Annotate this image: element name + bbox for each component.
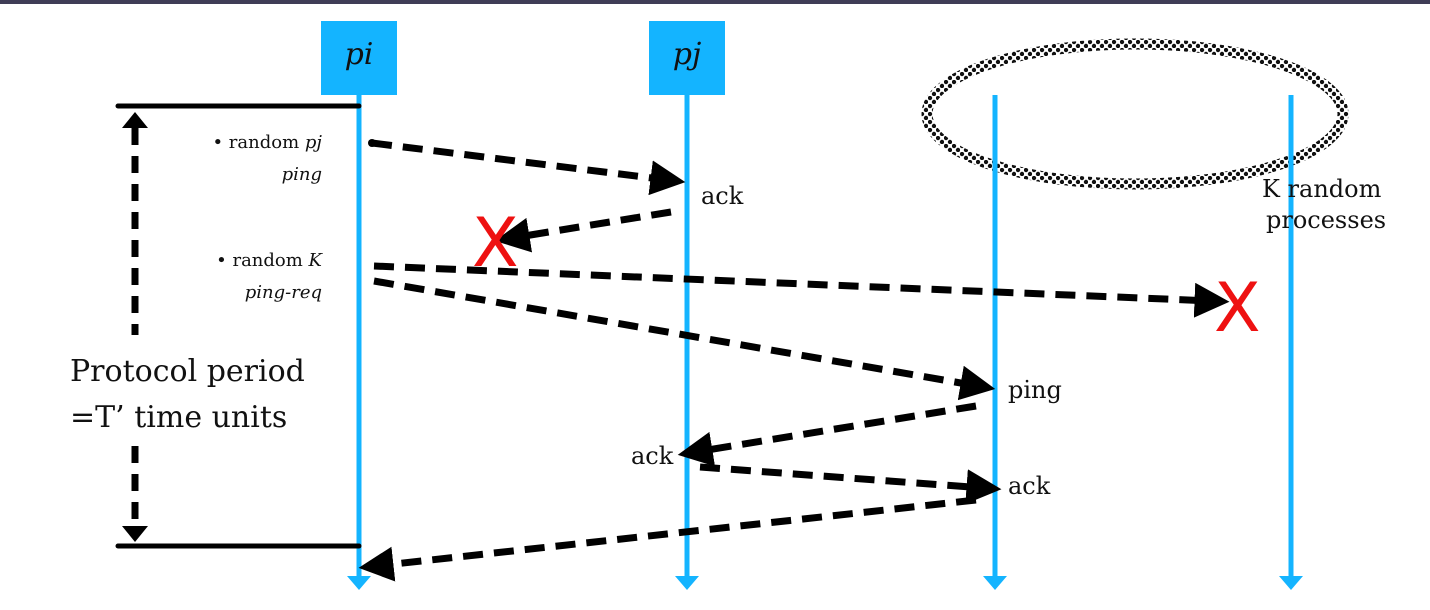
arrow-ping-req-to-k1 (373, 277, 996, 401)
arrow-ping-k1-to-pj (677, 402, 977, 467)
arrow-ping-req-to-k2 (373, 262, 1230, 318)
ack-label-pj: ack (701, 182, 744, 210)
period-down-arrowhead (122, 526, 148, 542)
arrow-ping-pi-to-pj (371, 139, 686, 196)
step2-prefix: • random (216, 250, 309, 271)
k-processes-group-ring (921, 38, 1349, 190)
step2-variable: K (308, 250, 322, 271)
lifeline-pj-arrowhead (675, 576, 699, 590)
protocol-period-line2: =T’ time units (70, 400, 288, 435)
lifeline-pi-arrowhead (347, 576, 371, 590)
step-ping-req-label: ping-req (245, 282, 322, 303)
period-up-arrowhead (122, 112, 148, 128)
top-border (0, 0, 1430, 4)
step-ping-label: ping (282, 164, 322, 185)
protocol-period-bracket (115, 103, 362, 549)
step1-message: ping (281, 164, 322, 185)
arrow-ack-pj-lost (494, 208, 672, 253)
step-random-pj-label: • random pj (212, 132, 322, 153)
lifeline-k2-arrowhead (1279, 576, 1303, 590)
step1-prefix: • random (212, 132, 305, 153)
message-arrows (358, 139, 1230, 582)
protocol-period-line1: Protocol period (70, 354, 305, 389)
process-box-pi: pi (321, 21, 397, 95)
step2-message: ping-req (244, 282, 322, 303)
arrow-ack-pj-to-k1 (699, 463, 1002, 505)
arrow-ack-k1-to-pi (358, 496, 977, 582)
ping-label-k1: ping (1008, 376, 1062, 404)
k-random-label-line2: processes (1266, 206, 1387, 234)
step1-variable: pj (304, 132, 322, 153)
lifeline-k1-arrowhead (983, 576, 1007, 590)
ack-label-relay: ack (631, 442, 674, 470)
lifelines (347, 95, 1303, 590)
step-random-k-label: • random K (216, 250, 322, 271)
failure-marker-k2: X (1214, 269, 1261, 348)
process-box-pj: pj (649, 21, 725, 95)
ack-label-k1: ack (1008, 472, 1051, 500)
k-random-label-line1: K random (1262, 175, 1382, 203)
failure-marker-ack: X (472, 204, 519, 283)
